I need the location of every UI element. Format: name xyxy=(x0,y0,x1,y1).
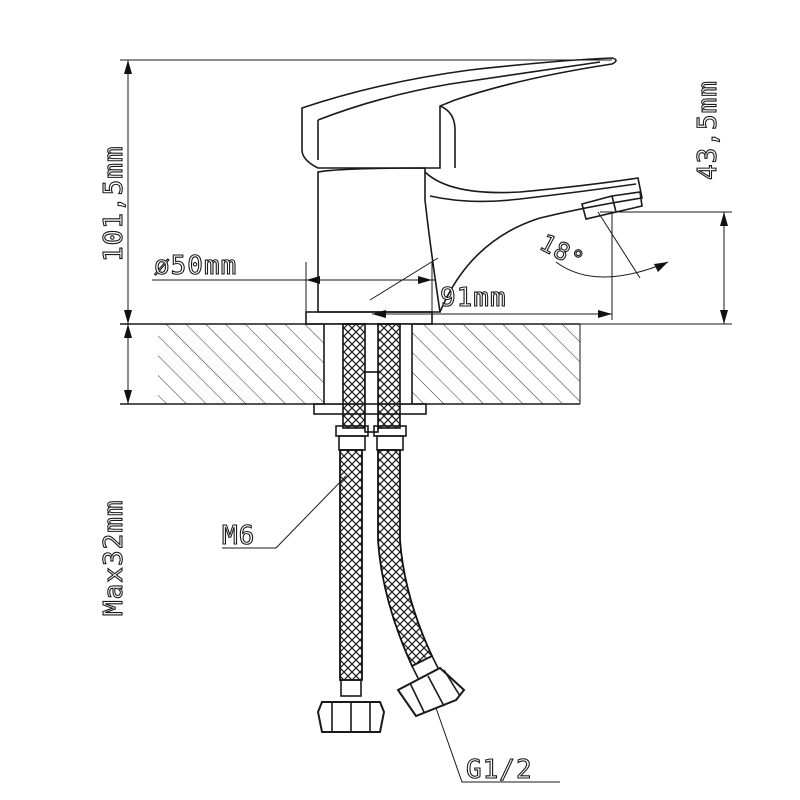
spout-reach-label: 91mm xyxy=(440,283,507,313)
leader-m6: M6 xyxy=(221,475,347,552)
spout-angle-label: 18° xyxy=(535,229,589,275)
total-height-label: 101,5mm xyxy=(99,145,129,262)
mounting-stud xyxy=(313,323,427,433)
supply-hose-right xyxy=(373,425,466,718)
faucet-body xyxy=(301,57,643,325)
spout-height-label: 43,5mm xyxy=(693,80,723,180)
dimension-base-diameter: ø50mm xyxy=(152,250,436,312)
leader-g12: G1/2 xyxy=(435,707,560,786)
dimension-total-height: 101,5mm xyxy=(98,59,612,324)
base-diameter-label: ø50mm xyxy=(154,251,237,281)
dimension-spout-height: 43,5mm xyxy=(580,80,732,325)
m6-label: M6 xyxy=(222,521,255,551)
dimension-mount-thickness: Max32mm xyxy=(98,324,132,617)
g12-label: G1/2 xyxy=(466,755,533,785)
dimension-spout-angle: 18° xyxy=(535,211,669,279)
supply-hose-left xyxy=(316,425,386,733)
mount-thickness-label: Max32mm xyxy=(99,499,129,616)
dimension-spout-reach: 91mm xyxy=(372,212,613,320)
